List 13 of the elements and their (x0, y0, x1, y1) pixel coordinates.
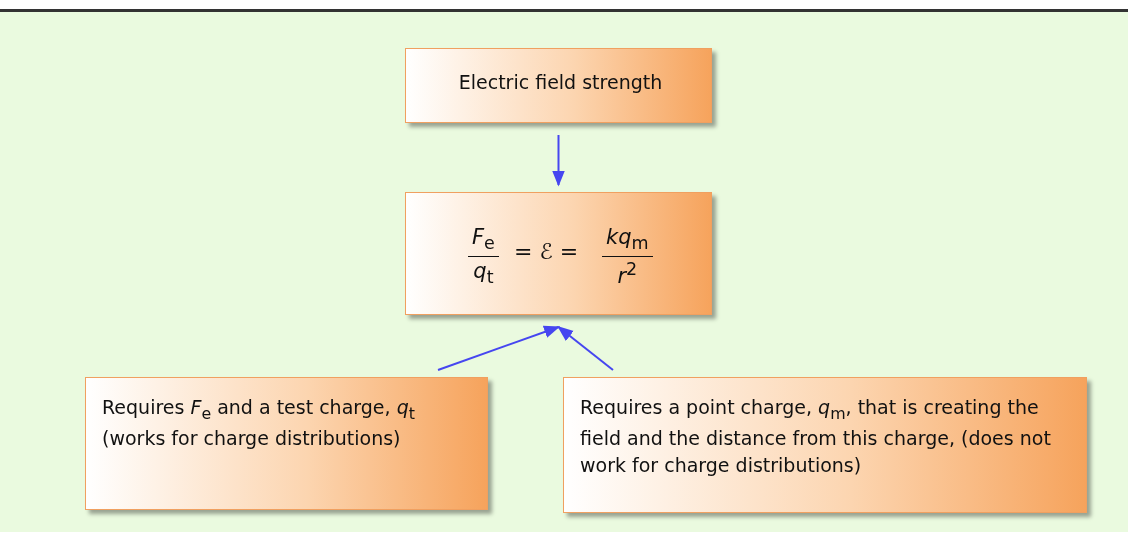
arrow (552, 134, 565, 187)
heading-text: Electric field strength (457, 70, 664, 95)
description-text: Requires a point charge, q$_{m}$, that is creating the field and the distance from this charge, (does not work for charge distributions) (580, 395, 1052, 478)
arrow (437, 325, 560, 371)
fraction: kq$_{m}$ r$^{2}$ (602, 223, 653, 292)
text-box (85, 377, 488, 510)
fraction: F$_{e}$ q$_{t}$ (468, 223, 499, 290)
text-box (405, 48, 712, 123)
formula-box (405, 192, 712, 315)
arrow (557, 326, 614, 371)
equation-text: = ℰ = (514, 238, 579, 266)
description-text: Requires F$_{e}$ and a test charge, q$_{t}$ (works for charge distributions) (102, 395, 416, 451)
text-box (563, 377, 1087, 513)
